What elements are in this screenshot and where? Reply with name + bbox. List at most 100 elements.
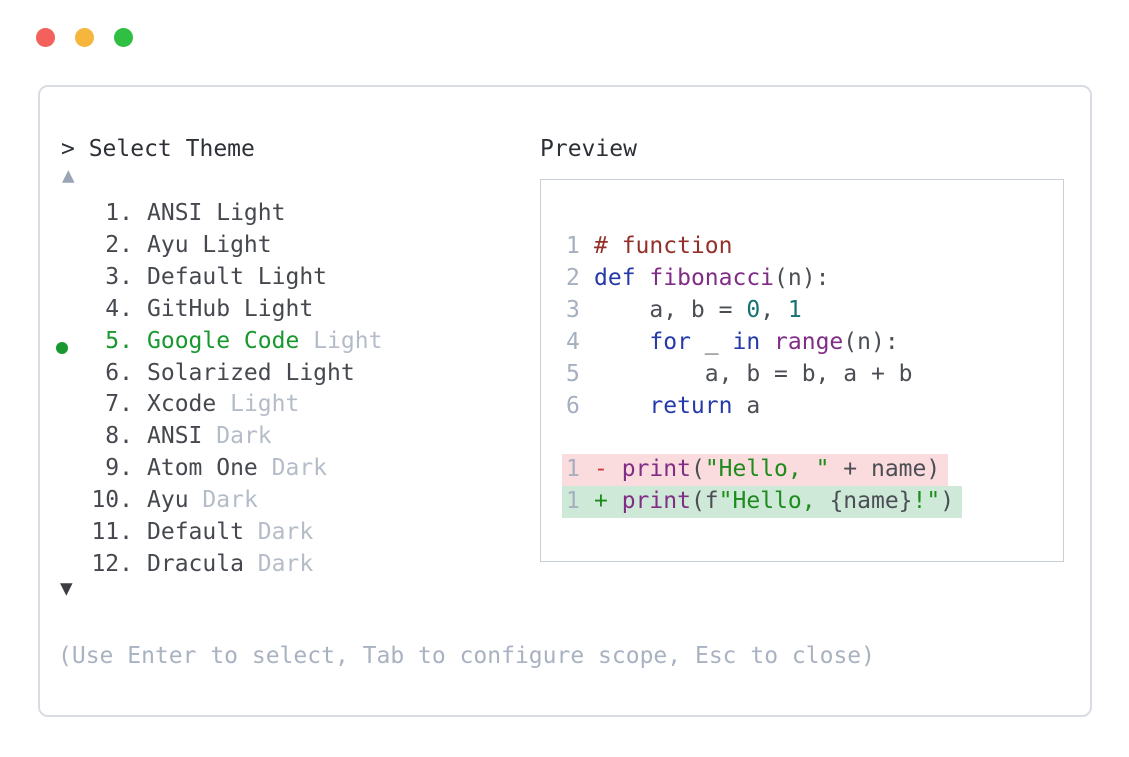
theme-list-item[interactable]: 12. Dracula Dark: [56, 549, 382, 581]
theme-list-item[interactable]: 3. Default Light: [56, 262, 382, 294]
theme-list-item[interactable]: 4. GitHub Light: [56, 294, 382, 326]
theme-number: 8.: [105, 423, 133, 450]
token-plain: (n):: [774, 264, 830, 291]
theme-number: 9.: [105, 455, 133, 482]
theme-variant-text: Dark: [257, 550, 314, 577]
line-number: 3: [566, 296, 580, 323]
theme-name-text: Dracula: [147, 550, 244, 577]
scroll-down-icon[interactable]: ▼: [60, 576, 73, 600]
theme-name: Ayu Light: [147, 232, 272, 258]
token-plain: + name): [829, 456, 941, 483]
code-line: 3 a, b = 0, 1: [566, 295, 962, 327]
theme-list-item[interactable]: 7.Xcode Light: [56, 389, 382, 421]
code-text: - print("Hello, " + name): [594, 456, 940, 482]
theme-name: Google Code Light: [147, 328, 382, 354]
blank-line: [566, 422, 962, 454]
theme-name: Xcode Light: [147, 391, 299, 417]
token-keyword: in: [732, 328, 761, 355]
minimize-button[interactable]: [75, 28, 94, 47]
theme-name: ANSI Light: [147, 200, 285, 226]
theme-list-item[interactable]: 5.Google Code Light: [56, 326, 382, 358]
scroll-up-icon[interactable]: ▲: [62, 163, 75, 187]
token-string: "Hello, ": [704, 456, 830, 483]
theme-list-item[interactable]: 10.Ayu Dark: [56, 485, 382, 517]
token-minus: -: [594, 456, 622, 483]
token-plain: (: [690, 456, 705, 483]
theme-list-item[interactable]: 2. Ayu Light: [56, 230, 382, 262]
keyboard-hint: (Use Enter to select, Tab to configure s…: [58, 643, 875, 669]
green-dot-icon: [56, 341, 68, 354]
theme-variant-text: Dark: [216, 423, 272, 450]
theme-name-text: Google Code: [147, 327, 300, 354]
theme-number: 6.: [105, 359, 133, 386]
line-number: 1: [566, 456, 580, 483]
theme-variant-text: Dark: [271, 455, 328, 482]
theme-name-text: GitHub Light: [147, 295, 314, 322]
theme-variant-text: Dark: [202, 487, 258, 514]
theme-name: Default Dark: [147, 519, 313, 545]
theme-number: 11.: [91, 519, 133, 546]
diff-line-added: 1+ print(f"Hello, {name}!"): [562, 486, 963, 519]
theme-number: 4.: [105, 295, 133, 322]
code-line: 1# function: [566, 231, 962, 263]
window-controls: [36, 28, 133, 47]
theme-name-text: Solarized Light: [147, 359, 355, 386]
theme-variant-text: Light: [230, 391, 300, 418]
theme-list-item[interactable]: 11. Default Dark: [56, 517, 382, 549]
theme-list-item[interactable]: 8. ANSI Dark: [56, 421, 382, 453]
theme-name: Dracula Dark: [147, 551, 313, 577]
maximize-button[interactable]: [114, 28, 133, 47]
token-fname: range: [774, 328, 844, 355]
close-button[interactable]: [36, 28, 55, 47]
theme-name-text: Atom One: [147, 455, 258, 482]
token-plain: (n):: [843, 328, 899, 355]
token-plain: ): [940, 488, 955, 515]
theme-list-item[interactable]: 9. Atom One Dark: [56, 453, 382, 485]
token-keyword: def: [594, 264, 636, 291]
token-plain: a: [732, 392, 761, 419]
token-plain: [594, 329, 649, 355]
select-theme-prompt: > Select Theme: [61, 136, 255, 162]
token-plain: [594, 393, 649, 419]
theme-variant-text: Dark: [257, 519, 314, 546]
token-literal: 1: [787, 296, 802, 323]
theme-number: 12.: [91, 550, 133, 577]
token-keyword: for: [649, 328, 691, 355]
token-plain: {name}: [829, 488, 913, 515]
theme-list-item[interactable]: 6. Solarized Light: [56, 358, 382, 390]
theme-variant-text: Light: [313, 327, 383, 354]
theme-name: Solarized Light: [147, 360, 355, 386]
token-fname: print: [621, 456, 691, 483]
token-plain: [636, 265, 650, 291]
code-line: 5 a, b = b, a + b: [566, 359, 962, 391]
token-fname: fibonacci: [649, 264, 775, 291]
token-plain: ,: [760, 296, 788, 323]
theme-number: 3.: [105, 263, 133, 290]
theme-number: 10.: [91, 487, 133, 514]
theme-name-text: ANSI: [147, 423, 203, 450]
theme-name-text: ANSI Light: [147, 200, 286, 226]
token-plain: a, b =: [594, 296, 747, 323]
theme-name-text: Xcode: [147, 391, 217, 418]
line-number: 1: [566, 488, 580, 515]
code-text: a, b = 0, 1: [594, 296, 802, 323]
line-number: 5: [566, 360, 580, 387]
theme-picker-panel: > Select Theme ▲ 1. ANSI Light 2. Ayu Light…: [38, 85, 1092, 717]
theme-list: 1. ANSI Light 2. Ayu Light 3. Default Light 4.…: [56, 198, 382, 581]
theme-name: GitHub Light: [147, 296, 313, 322]
code-text: for _ in range(n):: [594, 328, 899, 355]
theme-list-item[interactable]: 1. ANSI Light: [56, 198, 382, 230]
theme-name: Default Light: [147, 264, 327, 290]
theme-name-text: Default Light: [147, 263, 328, 290]
token-fname: print: [621, 488, 691, 515]
code-text: a, b = b, a + b: [594, 361, 913, 387]
theme-number: 2.: [105, 231, 133, 258]
token-string: !": [912, 488, 941, 515]
theme-name-text: Ayu Light: [147, 231, 272, 258]
line-number: 4: [566, 328, 580, 355]
theme-number: 1.: [105, 200, 133, 226]
preview-label: Preview: [540, 136, 637, 162]
code-line: 4 for _ in range(n):: [566, 327, 962, 359]
